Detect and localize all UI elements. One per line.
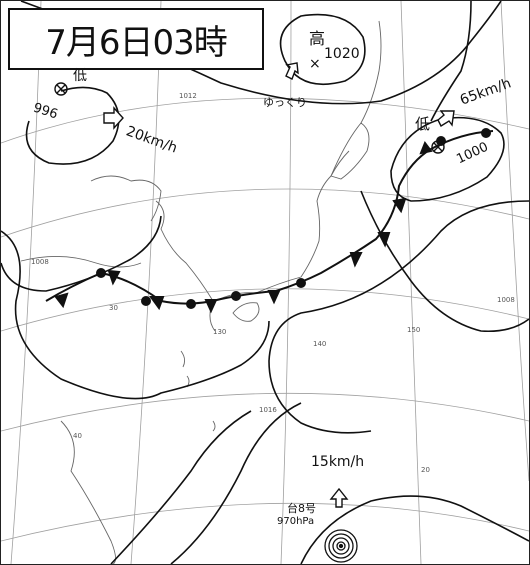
isobar-label: 1012	[179, 92, 197, 100]
map-title: 7月6日03時	[8, 8, 264, 70]
typhoon-motion: 15km/h	[311, 454, 365, 470]
high-center-marker: ×	[309, 56, 321, 72]
ryukyu-islands	[180, 350, 216, 432]
isobar-north-east	[430, 1, 472, 122]
front	[45, 128, 494, 314]
isobar-1012-east	[268, 200, 529, 434]
high-pressure-value: 1020	[324, 46, 360, 62]
arrow-high	[285, 62, 299, 80]
typhoon-name: 台8号	[287, 502, 316, 515]
low-center-west	[54, 82, 68, 96]
lon-label: 150	[407, 326, 421, 334]
mainland-coast	[90, 175, 162, 222]
isobar-1020	[279, 13, 366, 85]
hokkaido-coast	[330, 122, 370, 180]
arrow-icon	[103, 62, 455, 508]
kyushu-coast	[232, 302, 260, 322]
isobar-1008-west	[1, 230, 270, 400]
south-china-coast	[60, 420, 116, 564]
typhoon-pressure: 970hPa	[277, 516, 315, 527]
isobar-label: 1008	[497, 296, 515, 304]
isobar-996	[25, 86, 120, 165]
isobar-label: 1008	[31, 258, 49, 266]
isobar-1016-southwest	[110, 410, 252, 564]
isobar-1000	[390, 116, 505, 202]
isobar-typhoon-outer	[300, 495, 529, 564]
korea-coast	[155, 200, 216, 332]
lat-label: 30	[109, 304, 118, 312]
lon-label: 130	[213, 328, 227, 336]
arrow-low-west	[103, 106, 124, 130]
china-coast	[20, 256, 142, 268]
isobar-label: 1016	[259, 406, 277, 414]
arrow-low-east	[437, 110, 455, 128]
isobar-1008-east	[360, 190, 529, 333]
low-west-symbol: 低	[73, 68, 87, 84]
japan-honshu-coast	[214, 150, 350, 302]
high-motion-text: ゆっくり	[263, 96, 307, 109]
low-center-east	[431, 140, 445, 154]
lon-label: 140	[313, 340, 327, 348]
lat-label: 40	[73, 432, 82, 440]
typhoon-center	[324, 529, 358, 563]
sakhalin-coast	[360, 20, 382, 124]
isobar-1016-south	[170, 402, 302, 564]
high-pressure-symbol: 高	[309, 29, 326, 48]
low-east-symbol: 低	[415, 115, 431, 133]
lat-label: 20	[421, 466, 430, 474]
arrow-typhoon	[329, 487, 349, 508]
isobar-1004-west	[1, 215, 162, 292]
